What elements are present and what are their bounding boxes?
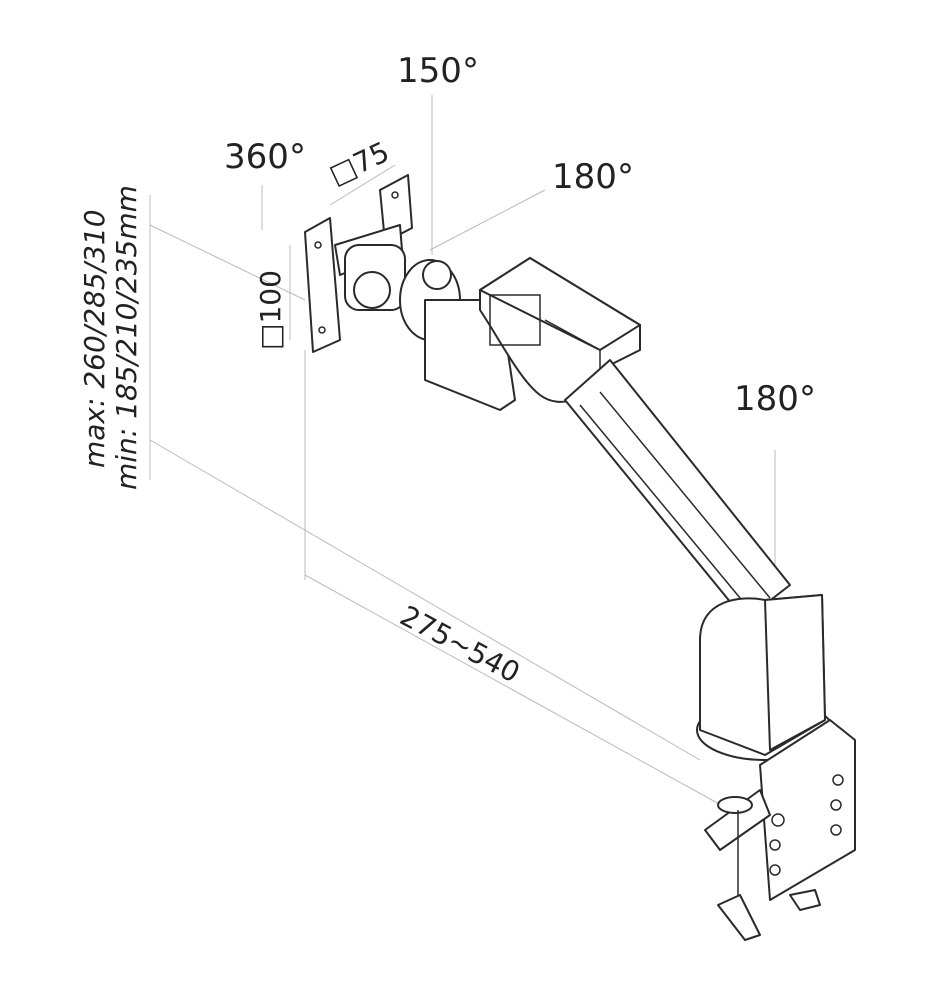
upper-arm bbox=[424, 257, 641, 411]
height-max-label: max: 260/285/310 bbox=[78, 209, 111, 468]
rotation-angle-label: 360° bbox=[224, 137, 306, 177]
tilt-angle-label: 150° bbox=[397, 51, 479, 91]
upper-swivel-angle-label: 180° bbox=[552, 157, 634, 197]
vesa-100-label: □100 bbox=[254, 270, 287, 350]
dimension-lines bbox=[149, 95, 776, 811]
reach-range-label: 275~540 bbox=[395, 599, 526, 689]
base-swivel-angle-label: 180° bbox=[734, 379, 816, 419]
base-post bbox=[696, 594, 834, 761]
desk-clamp bbox=[704, 719, 856, 941]
height-min-label: min: 185/210/235mm bbox=[110, 185, 143, 490]
gas-spring-arm bbox=[564, 359, 791, 621]
vesa-75-label: □75 bbox=[324, 135, 394, 191]
